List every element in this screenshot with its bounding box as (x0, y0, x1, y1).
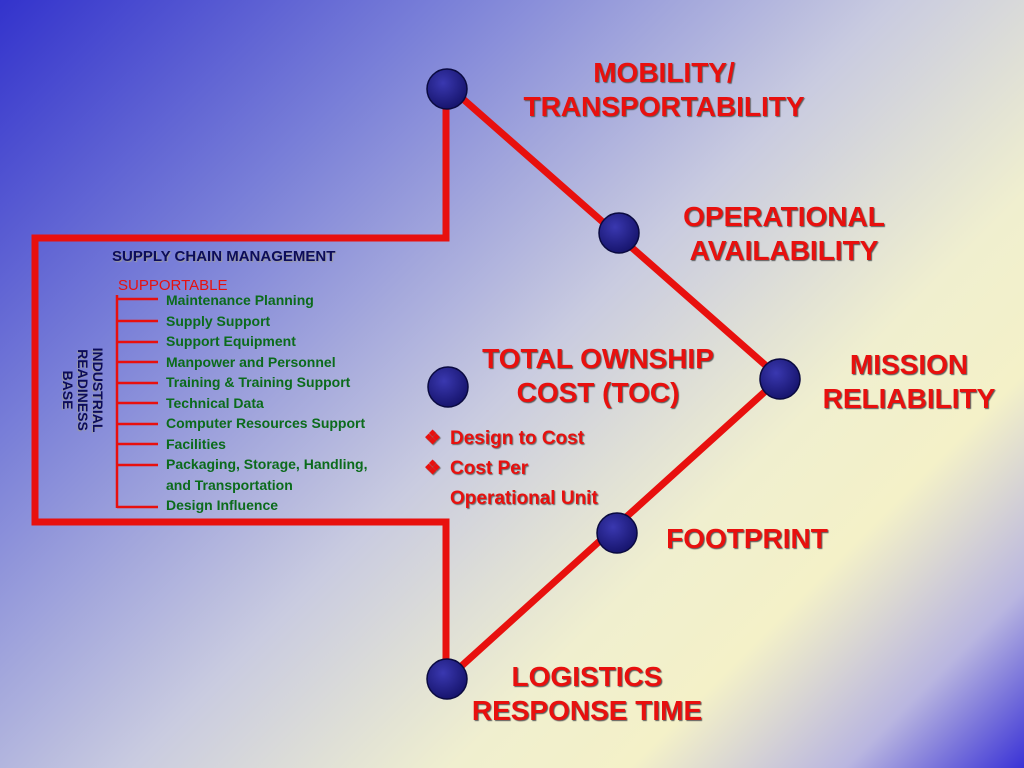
toc-bullet-design: ❖ Design to Cost (424, 424, 584, 454)
label-mission: MISSION RELIABILITY (798, 348, 1020, 416)
supportable-label: SUPPORTABLE (118, 277, 228, 294)
label-operational-text: OPERATIONAL AVAILABILITY (683, 201, 885, 266)
label-mobility-text: MOBILITY/ TRANSPORTABILITY (523, 57, 805, 122)
supply-item-technical-data: Technical Data (166, 395, 264, 411)
supply-item-design-influence: Design Influence (166, 497, 279, 513)
toc-bullet-text: Cost Per (450, 458, 529, 479)
supply-item-training: Training & Training Support (166, 374, 351, 390)
supply-item-computer-resources: Computer Resources Support (166, 415, 366, 431)
node-footprint (596, 512, 638, 554)
node-mobility (426, 68, 468, 110)
supply-item-maintenance-planning: Maintenance Planning (166, 292, 314, 308)
industrial-readiness-base-label: INDUSTRIAL READINESS BASE (57, 325, 106, 455)
label-mission-text: MISSION RELIABILITY (822, 349, 996, 414)
supply-item-supply-support: Supply Support (166, 313, 271, 329)
toc-bullet-cost-per: ❖ Cost Per (424, 454, 528, 484)
industrial-readiness-base-text: INDUSTRIAL READINESS BASE (60, 347, 106, 433)
node-toc (427, 366, 469, 408)
supply-bracket (115, 295, 158, 509)
label-mobility: MOBILITY/ TRANSPORTABILITY (476, 56, 852, 124)
label-logistics: LOGISTICS RESPONSE TIME (436, 660, 738, 728)
supply-item-manpower: Manpower and Personnel (166, 354, 336, 370)
supply-item-support-equipment: Support Equipment (166, 333, 296, 349)
label-operational: OPERATIONAL AVAILABILITY (648, 200, 920, 268)
supply-item-facilities: Facilities (166, 436, 226, 452)
label-footprint-text: FOOTPRINT (666, 523, 828, 554)
label-logistics-text: LOGISTICS RESPONSE TIME (471, 661, 703, 726)
arrow-outline-left (31, 84, 450, 680)
supply-chain-title: SUPPLY CHAIN MANAGEMENT (112, 248, 336, 265)
label-footprint: FOOTPRINT (644, 522, 850, 556)
diamond-bullet-icon: ❖ (424, 428, 442, 449)
diamond-bullet-icon: ❖ (424, 458, 442, 479)
node-mission (759, 358, 801, 400)
label-toc-text: TOTAL OWNSHIP COST (TOC) (482, 343, 714, 408)
node-logistics (426, 658, 468, 700)
supply-item-transportation: and Transportation (166, 477, 293, 493)
label-toc: TOTAL OWNSHIP COST (TOC) (450, 342, 746, 410)
supply-item-packaging: Packaging, Storage, Handling, (166, 456, 368, 472)
toc-bullet-continuation: Operational Unit (424, 484, 598, 514)
toc-bullet-text: Operational Unit (450, 488, 598, 509)
node-operational (598, 212, 640, 254)
toc-bullet-text: Design to Cost (450, 428, 585, 449)
